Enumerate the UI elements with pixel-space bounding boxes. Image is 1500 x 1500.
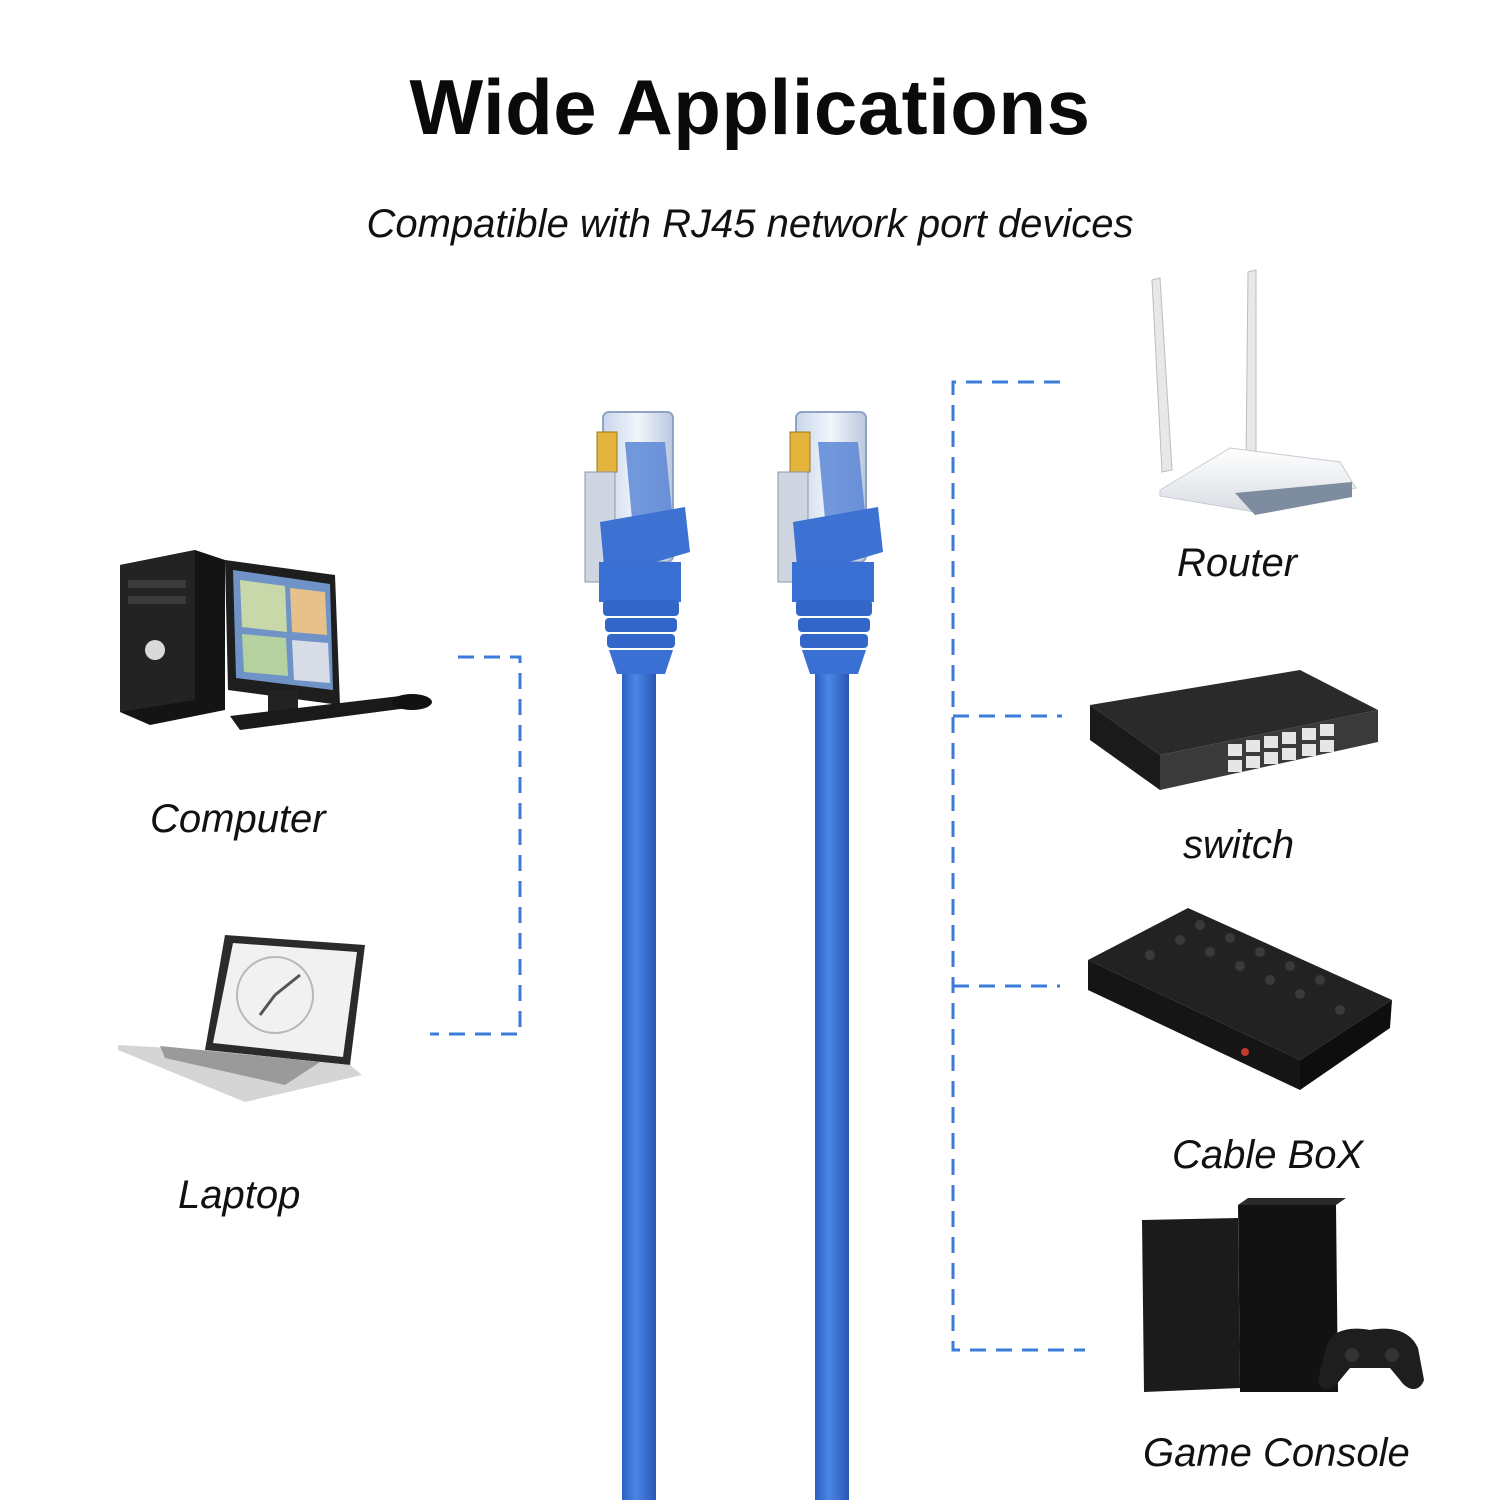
desktop-computer-icon: [120, 550, 432, 730]
page-title: Wide Applications: [409, 63, 1091, 151]
label-cable-box: Cable BoX: [1172, 1133, 1364, 1177]
label-laptop: Laptop: [178, 1173, 301, 1217]
label-computer: Computer: [150, 797, 326, 841]
cable-left: [622, 660, 656, 1500]
label-switch: switch: [1183, 823, 1295, 867]
cable-box-icon: [1088, 908, 1392, 1090]
left-bracket: [430, 655, 522, 1036]
page-subtitle: Compatible with RJ45 network port device…: [366, 202, 1134, 246]
rj45-connector-right: [777, 411, 883, 674]
label-game-console: Game Console: [1143, 1431, 1410, 1475]
right-trunk: [951, 380, 1085, 1352]
ethernet-cables: [622, 660, 849, 1500]
laptop-icon: [118, 935, 365, 1102]
game-console-icon: [1142, 1198, 1424, 1392]
router-icon: [1151, 269, 1357, 515]
label-router: Router: [1177, 541, 1298, 585]
rj45-connector-left: [584, 411, 690, 674]
cable-right: [815, 660, 849, 1500]
network-switch-icon: [1090, 670, 1378, 790]
dashed-connectors: [430, 380, 1085, 1352]
